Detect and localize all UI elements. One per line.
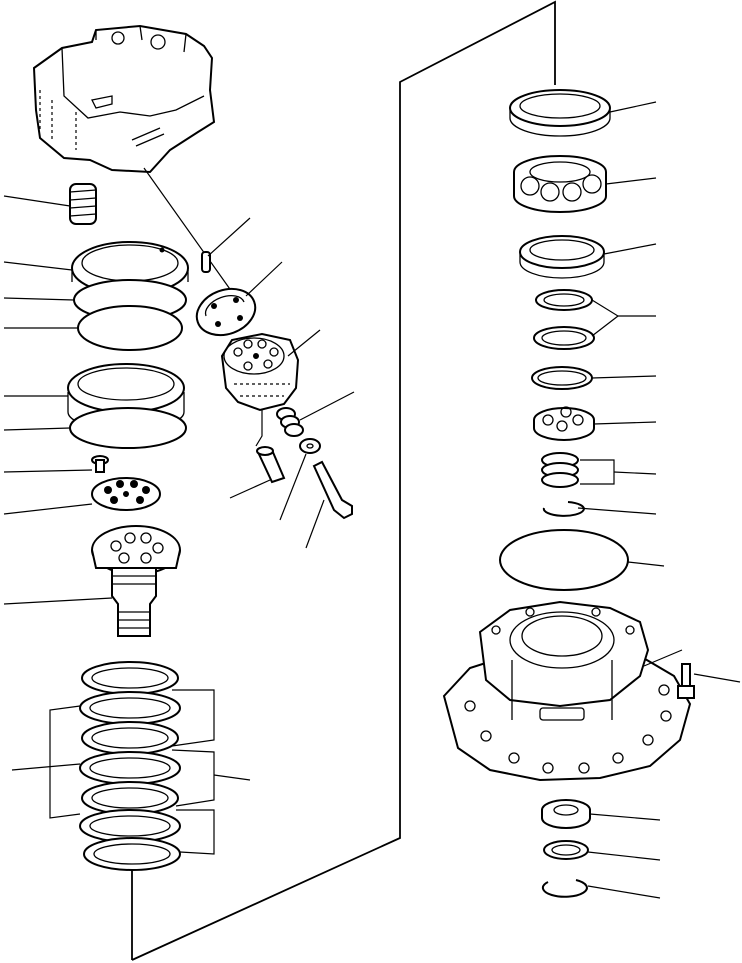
plunger (305, 460, 353, 549)
o-ring-upper (73, 279, 187, 351)
oil-seal (519, 235, 657, 279)
retainer-plate (91, 477, 161, 511)
lower-snap-ring (541, 879, 661, 899)
snap-ring (531, 366, 657, 390)
brake-disc-stack (79, 661, 181, 871)
motor-housing (442, 600, 692, 782)
valve-plate (195, 261, 283, 337)
drive-shaft (91, 525, 181, 637)
spring (69, 183, 97, 225)
piston (229, 446, 286, 499)
spacer-ring-top (509, 89, 657, 137)
frame-lines (131, 0, 556, 961)
large-o-ring (499, 529, 665, 591)
shim-pair (533, 289, 656, 350)
lower-washer (543, 840, 661, 861)
washer (279, 438, 321, 521)
ball-bearing (533, 406, 657, 441)
retaining-clip (542, 501, 657, 517)
roller-bearing-top (513, 155, 657, 213)
lower-bearing (541, 799, 661, 829)
o-ring-lower (69, 407, 187, 449)
spring-set (276, 391, 355, 437)
leader-lines-left (3, 195, 251, 855)
small-bolt (91, 455, 109, 473)
hex-bolt (643, 649, 741, 699)
assembly-line-valve (143, 167, 233, 293)
spring-washers (541, 452, 657, 488)
housing-bolt-holes (464, 607, 672, 774)
pin (201, 217, 251, 273)
cylinder-block (220, 329, 321, 447)
valve-body (32, 24, 216, 174)
